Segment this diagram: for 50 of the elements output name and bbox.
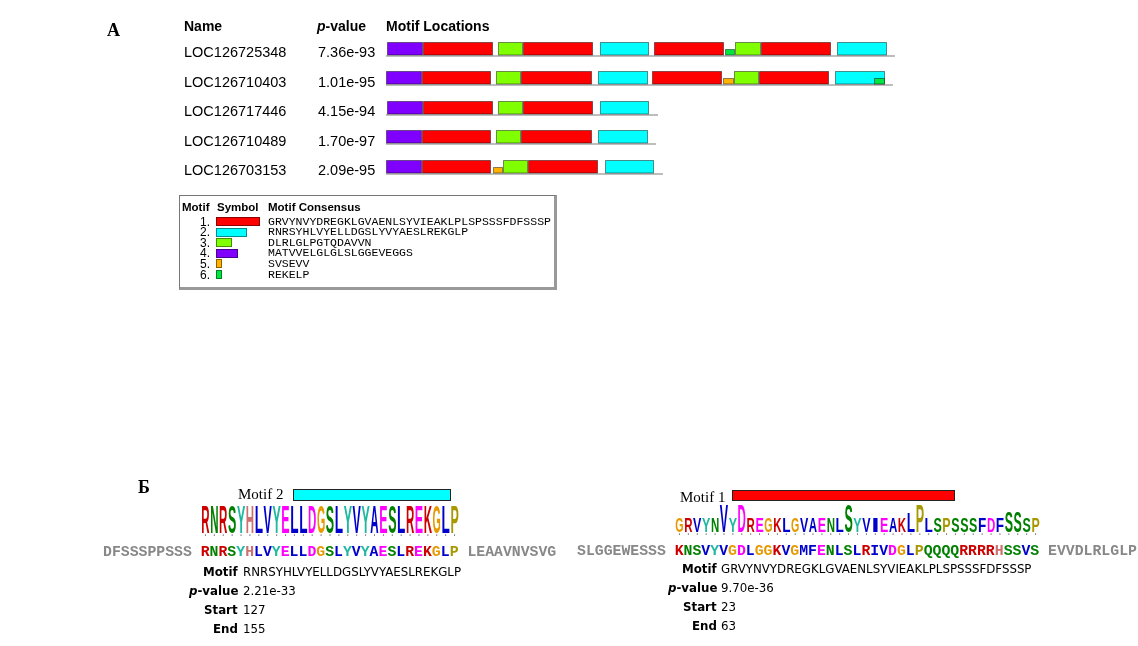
p-value: 1.70e-97 <box>318 132 376 150</box>
panel-label: А <box>107 19 120 41</box>
column-header: Symbol <box>217 200 259 214</box>
motif-title: Motif 1 <box>680 488 726 505</box>
panel-label: Б <box>138 476 150 498</box>
column-header: Motif <box>182 200 210 214</box>
column-header: Motif Locations <box>386 18 490 35</box>
field-label: p-value <box>668 582 718 596</box>
sequence-id: LOC126710403 <box>184 73 287 91</box>
motif-number: 2. <box>200 226 210 239</box>
motif-title: Motif 2 <box>238 486 284 504</box>
p-value: 2.09e-95 <box>318 162 376 179</box>
field-label: End <box>213 623 238 637</box>
column-header: p-value <box>317 18 367 35</box>
motif-number: 4. <box>200 247 210 260</box>
motif-number: 1. <box>200 215 210 228</box>
sequence-id: LOC126703153 <box>184 162 287 179</box>
consensus-sequence: MATVVELGLGLSLGGEVEGGS <box>268 247 413 259</box>
motif-number: 3. <box>200 236 210 249</box>
column-header: Name <box>184 18 223 35</box>
field-value: 155 <box>243 623 266 637</box>
p-value: 4.15e-94 <box>318 103 376 120</box>
p-value: 7.36e-93 <box>318 44 376 61</box>
field-label: p-value <box>189 585 239 599</box>
field-value: 23 <box>721 601 736 615</box>
p-value: 1.01e-95 <box>318 73 376 91</box>
field-value: 9.70e-36 <box>721 582 774 596</box>
consensus-sequence: DLRLGLPGTQDAVVN <box>268 236 372 249</box>
field-value: 2.21e-33 <box>243 585 296 599</box>
field-value: 127 <box>243 604 266 618</box>
field-label: Motif <box>682 563 717 577</box>
motif-number: 6. <box>200 268 210 281</box>
field-label: Motif <box>203 566 238 580</box>
sequence-line: SLGGEWESSS KNSVYVGDLGGKVGMFENLSLRIVDGLPQQQQRRRRHSSVS EVVDLRLGLP <box>577 543 1137 560</box>
field-value: GRVYNVYDREGKLGVAENLSYVIEAKLPLSPSSSFDFSSSP <box>721 563 1032 577</box>
field-value: 63 <box>721 620 736 634</box>
column-header: Motif Consensus <box>268 200 361 214</box>
field-label: End <box>692 620 717 634</box>
motif-number: 5. <box>200 257 210 270</box>
consensus-sequence: RNRSYHLVYELLDGSLYVYAESLREKGLP <box>268 226 469 238</box>
consensus-sequence: SVSEVV <box>268 257 310 270</box>
field-label: Start <box>204 604 238 618</box>
sequence-id: LOC126717446 <box>184 103 287 120</box>
sequence-id: LOC126725348 <box>184 44 287 61</box>
consensus-sequence: REKELP <box>268 268 310 280</box>
sequence-line: DFSSSPPSSS RNRSYHLVYELLDGSLYVYAESLREKGLP LEAAVNVSVG <box>103 544 557 561</box>
consensus-sequence: GRVYNVYDREGKLGVAENLSYVIEAKLPLSPSSSFDFSSSP <box>268 215 551 227</box>
field-value: RNRSYHLVYELLDGSLYVYAESLREKGLP <box>243 566 462 580</box>
field-label: Start <box>683 601 717 615</box>
sequence-id: LOC126710489 <box>184 132 287 150</box>
